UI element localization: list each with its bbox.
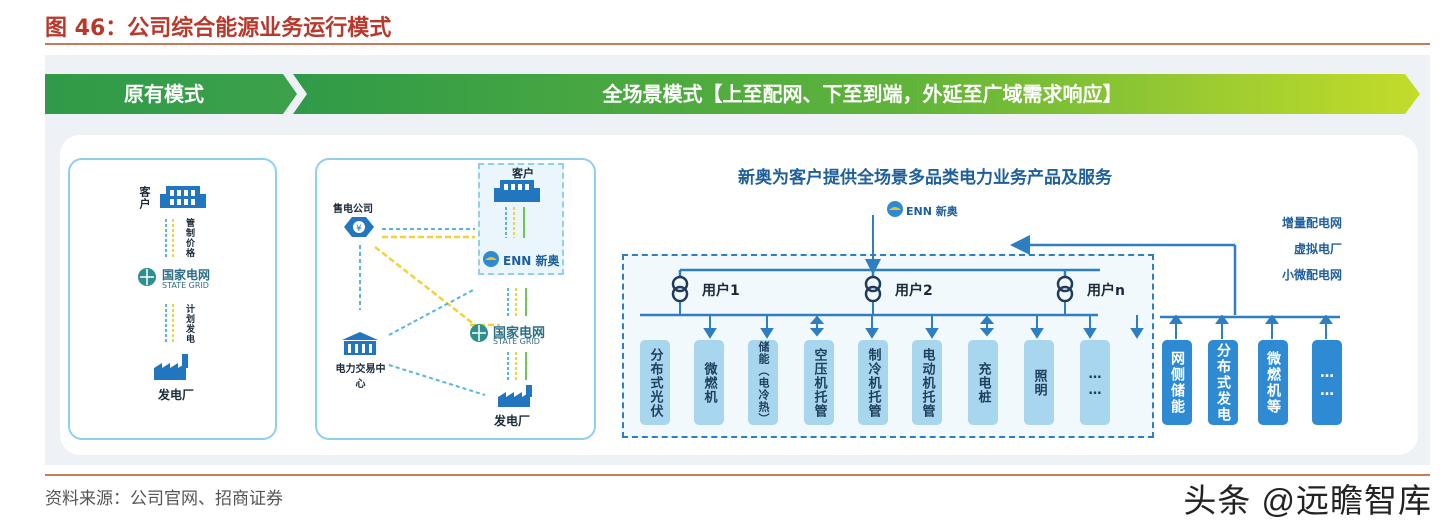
- transformer-icon: [671, 275, 689, 303]
- load-pv: 分布式光伏: [640, 340, 670, 425]
- watermark: 头条 @远瞻智库: [1183, 482, 1432, 519]
- state-grid-logo-icon: [138, 268, 156, 286]
- source-note: 资料来源：公司官网、招商证券: [45, 489, 283, 509]
- exchange-label: 电力交易中心: [335, 364, 386, 390]
- grid-side-label-2: 虚拟电厂: [1293, 242, 1342, 256]
- banner-right-label: 全场景模式【上至配网、下至到端，外延至广域需求响应】: [602, 82, 1123, 106]
- building-icon: [494, 180, 540, 202]
- orig-customer-label: 客户: [138, 186, 151, 210]
- banner-arrow: [45, 74, 1420, 114]
- dashed-arrow-icon: [165, 219, 174, 257]
- load-compressor: 空压机托管: [804, 340, 834, 425]
- market-grid-en: STATE GRID: [493, 337, 540, 346]
- load-storage: 储能（电冷热）: [748, 340, 778, 425]
- retailer-icon: ¥: [344, 217, 374, 237]
- user-1-label: 用户1: [702, 283, 740, 299]
- grid-side-arrows: [1169, 315, 1333, 339]
- retailer-label: 售电公司: [333, 204, 373, 215]
- flow-arrows-diagram: [359, 228, 476, 326]
- grid-storage: 网侧储能: [1162, 340, 1192, 425]
- grid-microturbine: 微燃机等: [1258, 340, 1288, 425]
- market-plant-label: 发电厂: [494, 414, 531, 428]
- load-charger: 充电桩: [968, 340, 998, 425]
- orig-plan-label: 计划发电: [184, 304, 194, 344]
- figure-title: 图 46：公司综合能源业务运行模式: [45, 16, 392, 41]
- title-rule: [45, 43, 1430, 45]
- network-lines: [640, 215, 1340, 319]
- orig-grid-cn: 国家电网: [162, 268, 211, 282]
- full-scene-heading: 新奥为客户提供全场景多品类电力业务产品及服务: [738, 168, 1112, 188]
- svg-text:¥: ¥: [356, 224, 362, 234]
- original-mode-box: [68, 158, 277, 440]
- load-arrows: [703, 315, 1144, 339]
- grid-side-label-3: 小微配电网: [1281, 268, 1342, 282]
- grid-more: ……: [1312, 340, 1342, 425]
- market-enn-label: ENN 新奥: [503, 254, 560, 268]
- power-plant-icon: [154, 354, 188, 380]
- state-grid-logo-icon: [470, 324, 488, 342]
- load-chiller: 制冷机托管: [858, 340, 888, 425]
- building-icon: [160, 186, 206, 208]
- market-grid-cn: 国家电网: [493, 326, 546, 341]
- enn-logo-icon: [887, 201, 903, 217]
- dashed-arrow-icon: [505, 207, 525, 238]
- market-customer-label: 客户: [512, 167, 534, 180]
- dashed-arrow-icon: [507, 288, 527, 316]
- load-lighting: 照明: [1024, 340, 1054, 425]
- user-n-label: 用户n: [1087, 283, 1125, 299]
- enn-logo-icon: [483, 251, 499, 267]
- transformer-icon: [1056, 275, 1074, 303]
- orig-plant-label: 发电厂: [158, 388, 195, 402]
- grid-distributed-gen: 分布式发电: [1208, 340, 1238, 425]
- exchange-center-icon: [342, 332, 378, 355]
- grid-side-label-1: 增量配电网: [1281, 216, 1342, 230]
- orig-tariff-label: 管制价格: [184, 218, 194, 258]
- scene-enn-label: ENN 新奥: [906, 205, 958, 218]
- transformer-icon: [864, 275, 882, 303]
- footer-rule: [45, 474, 1430, 476]
- load-microturbine: 微燃机: [694, 340, 724, 425]
- orig-grid-en: STATE GRID: [162, 281, 209, 290]
- power-plant-icon: [498, 385, 532, 407]
- dashed-arrow-icon: [165, 304, 174, 342]
- dashed-arrow-icon: [507, 352, 527, 380]
- load-more: ……: [1080, 340, 1110, 425]
- user-2-label: 用户2: [895, 283, 933, 299]
- load-motor: 电动机托管: [912, 340, 942, 425]
- banner-left-label: 原有模式: [124, 82, 204, 106]
